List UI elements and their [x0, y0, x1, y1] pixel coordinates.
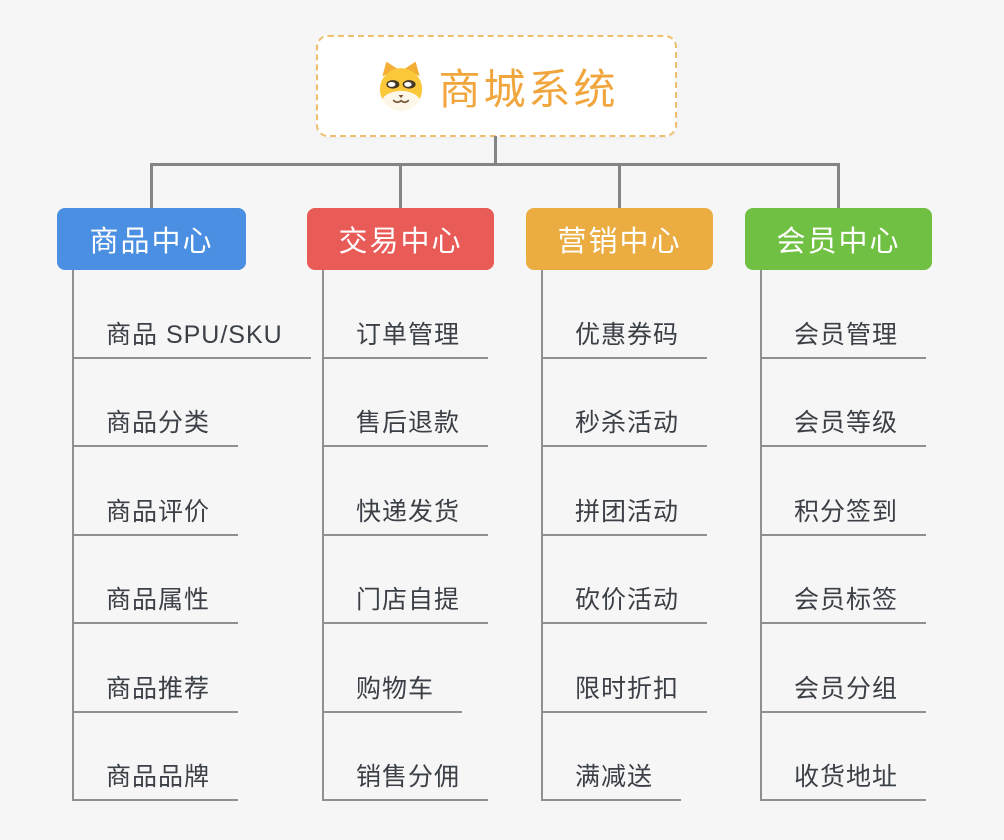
tree-item[interactable]: 订单管理 — [324, 315, 489, 359]
tree-item[interactable]: 秒杀活动 — [543, 403, 708, 447]
branch-node-member-center[interactable]: 会员中心 — [745, 208, 932, 270]
connector-drop-trade — [399, 163, 402, 209]
tree-item[interactable]: 积分签到 — [762, 492, 927, 536]
tree-item[interactable]: 会员标签 — [762, 580, 927, 624]
tree-item[interactable]: 商品分类 — [74, 403, 239, 447]
tree-item[interactable]: 售后退款 — [324, 403, 489, 447]
connector-drop-marketing — [618, 163, 621, 209]
connector-drop-member — [837, 163, 840, 209]
root-node[interactable]: 商城系统 — [316, 35, 677, 137]
connector-drop-product — [150, 163, 153, 209]
tree-item[interactable]: 商品 SPU/SKU — [74, 315, 311, 359]
tree-item[interactable]: 销售分佣 — [324, 757, 489, 801]
tree-item[interactable]: 会员管理 — [762, 315, 927, 359]
tree-item[interactable]: 收货地址 — [762, 757, 927, 801]
tree-item[interactable]: 商品推荐 — [74, 669, 239, 713]
tree-member-center: 会员管理 会员等级 积分签到 会员标签 会员分组 收货地址 — [760, 270, 927, 801]
tree-item[interactable]: 商品评价 — [74, 492, 239, 536]
tree-item[interactable]: 会员等级 — [762, 403, 927, 447]
tree-product-center: 商品 SPU/SKU 商品分类 商品评价 商品属性 商品推荐 商品品牌 — [72, 270, 311, 801]
tree-item[interactable]: 限时折扣 — [543, 669, 708, 713]
tree-item[interactable]: 购物车 — [324, 669, 463, 713]
tree-marketing-center: 优惠券码 秒杀活动 拼团活动 砍价活动 限时折扣 满减送 — [541, 270, 708, 801]
dog-icon — [380, 61, 423, 111]
tree-item[interactable]: 满减送 — [543, 757, 682, 801]
branch-node-trade-center[interactable]: 交易中心 — [307, 208, 494, 270]
tree-item[interactable]: 商品品牌 — [74, 757, 239, 801]
tree-item[interactable]: 拼团活动 — [543, 492, 708, 536]
root-title: 商城系统 — [438, 65, 619, 113]
tree-trade-center: 订单管理 售后退款 快递发货 门店自提 购物车 销售分佣 — [322, 270, 489, 801]
tree-item[interactable]: 快递发货 — [324, 492, 489, 536]
tree-item[interactable]: 砍价活动 — [543, 580, 708, 624]
branch-node-product-center[interactable]: 商品中心 — [57, 208, 246, 270]
tree-item[interactable]: 优惠券码 — [543, 315, 708, 359]
tree-item[interactable]: 门店自提 — [324, 580, 489, 624]
connector-horizontal — [150, 163, 840, 166]
branch-node-marketing-center[interactable]: 营销中心 — [526, 208, 713, 270]
tree-item[interactable]: 商品属性 — [74, 580, 239, 624]
connector-root-stub — [494, 136, 497, 164]
tree-item[interactable]: 会员分组 — [762, 669, 927, 713]
